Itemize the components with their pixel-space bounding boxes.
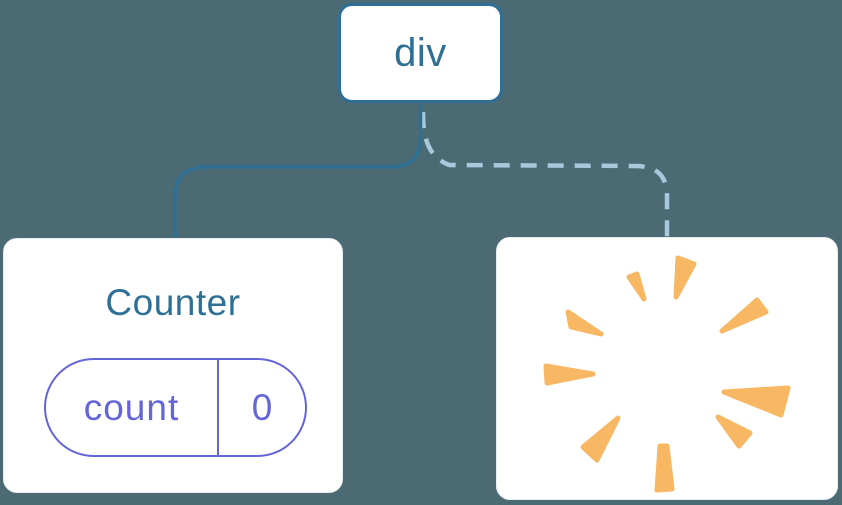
- solid-connection-line: [173, 104, 423, 239]
- poof-ray: [721, 385, 791, 418]
- poof-ray: [543, 363, 596, 386]
- state-value-label: 0: [251, 386, 273, 428]
- poof-ray: [673, 255, 697, 300]
- state-pill: count 0: [44, 358, 307, 457]
- component-title: Counter: [105, 282, 241, 323]
- poof-explosion-icon: [543, 255, 791, 493]
- poof-ray: [715, 414, 753, 449]
- tree-node-div-label: div: [394, 31, 447, 75]
- state-key-label: count: [46, 360, 219, 455]
- poof-ray: [580, 415, 621, 463]
- poof-ray: [565, 309, 604, 337]
- poof-ray: [654, 443, 675, 493]
- tree-node-div: div: [338, 3, 503, 103]
- counter-component-card: Counter count 0: [3, 238, 343, 493]
- poof-ray: [719, 297, 769, 334]
- poof-ray: [626, 271, 647, 302]
